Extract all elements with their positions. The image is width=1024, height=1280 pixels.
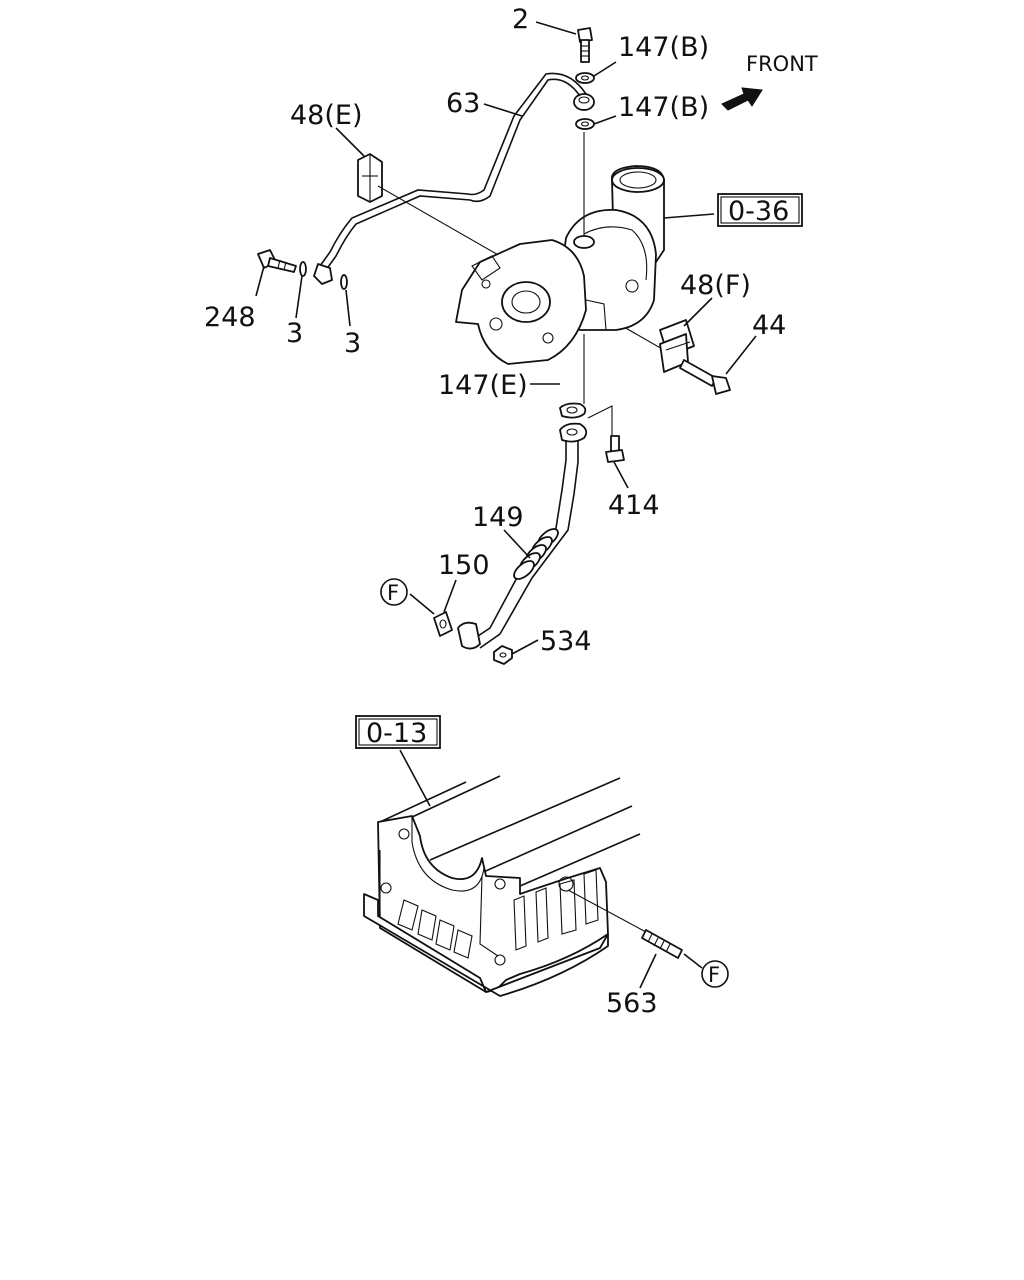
washer-147b-top [575, 72, 595, 84]
callout-414: 414 [608, 490, 660, 521]
front-arrow-icon [721, 87, 763, 111]
ref-turbo-label: 0-36 [728, 196, 789, 227]
bolt-44 [679, 359, 731, 395]
washer-147b-bottom [575, 118, 595, 130]
front-label: FRONT [746, 52, 818, 76]
drain-bellows [513, 528, 559, 580]
callout-147b-bottom: 147(B) [618, 92, 709, 123]
callout-3-right: 3 [344, 328, 361, 359]
callout-150: 150 [438, 550, 490, 581]
callout-149: 149 [472, 502, 524, 533]
nut-534 [493, 645, 513, 665]
marker-f-upper: F [380, 578, 408, 606]
bolt-414 [605, 435, 625, 463]
marker-f-upper-label: F [387, 581, 399, 605]
callout-147b-top: 147(B) [618, 32, 709, 63]
callout-48e: 48(E) [290, 100, 362, 131]
callout-63: 63 [446, 88, 480, 119]
gasket-150 [433, 611, 453, 637]
callout-534: 534 [540, 626, 592, 657]
marker-f-lower-label: F [708, 963, 720, 987]
stud-centerline [567, 889, 647, 933]
callout-248: 248 [204, 302, 256, 333]
stud-563 [641, 929, 683, 959]
bolt-2 [577, 27, 593, 63]
circle-f-marker-icon [380, 578, 408, 606]
ref-box-block: 0-13 [355, 715, 441, 749]
drain-pipe-149 [457, 405, 613, 650]
circle-f-marker-icon [701, 960, 729, 988]
washer-3-right [340, 274, 348, 290]
turbocharger [455, 165, 665, 365]
marker-f-lower: F [701, 960, 729, 988]
callout-labels: 2 147(B) 147(B) 63 48(E) 248 3 3 48(F) 4… [204, 4, 786, 1019]
washer-3-left [299, 261, 307, 277]
gasket-147e [559, 402, 587, 419]
eye-fitting [573, 93, 595, 111]
clip-48e [357, 153, 383, 203]
callout-3-left: 3 [286, 318, 303, 349]
leader-lines [255, 21, 757, 989]
engine-block [363, 775, 641, 997]
ref-block-label: 0-13 [366, 718, 427, 749]
callout-563: 563 [606, 988, 658, 1019]
callout-2: 2 [512, 4, 529, 35]
bolt-248 [257, 249, 297, 273]
front-indicator: FRONT [721, 52, 818, 111]
callout-48f: 48(F) [680, 270, 751, 301]
callout-147e: 147(E) [438, 370, 528, 401]
oil-feed-pipe-63 [313, 72, 587, 285]
ref-box-turbo: 0-36 [717, 193, 803, 227]
callout-44: 44 [752, 310, 786, 341]
